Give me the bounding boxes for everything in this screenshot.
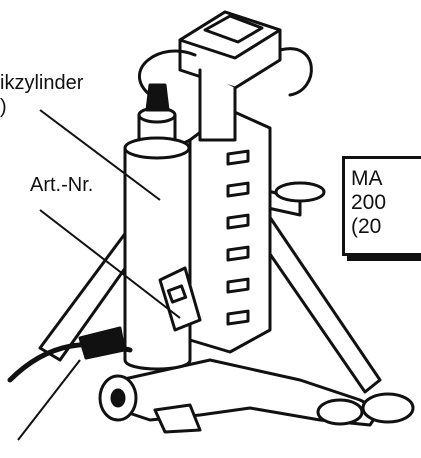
cylinder-top	[123, 136, 191, 160]
leader-cylinder	[39, 109, 161, 201]
saddle	[203, 14, 264, 44]
plate-line-2: 200	[351, 191, 387, 214]
leader-bottom	[17, 359, 81, 441]
hose-top	[137, 49, 197, 97]
plate-line-3: (20	[351, 215, 382, 238]
foot-right	[361, 392, 415, 424]
cylinder-sublabel: )	[0, 96, 9, 118]
tower-slots	[226, 149, 250, 326]
foot-front	[316, 398, 364, 426]
foot-front-left	[153, 403, 202, 434]
handle-slot	[166, 284, 188, 304]
top-plate-right	[274, 181, 326, 203]
wheel-hub	[110, 388, 126, 408]
art-nr-label: Art.-Nr.	[28, 174, 96, 196]
info-plate: MA 200 (20	[342, 156, 421, 256]
leader-art-nr	[39, 209, 181, 319]
cylinder-valve	[145, 83, 170, 112]
cylinder-label: ikzylinder	[0, 72, 86, 94]
hose-right	[278, 47, 313, 97]
head-neck	[198, 68, 237, 142]
plate-line-1: MA	[351, 167, 383, 190]
